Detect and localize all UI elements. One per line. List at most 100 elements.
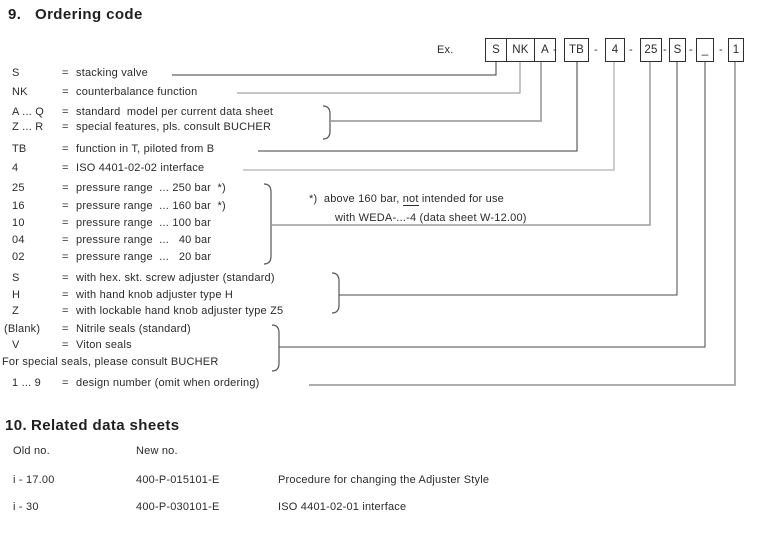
- row-eq: =: [62, 289, 69, 301]
- table-row: i - 17.00 400-P-015101-E Procedure for c…: [0, 474, 740, 488]
- code-row-tb: TB = function in T, piloted from B: [0, 143, 500, 157]
- code-row-counterbalance: NK = counterbalance function: [0, 86, 500, 100]
- code-box-blank: _: [696, 38, 714, 62]
- row-desc: function in T, piloted from B: [76, 143, 215, 155]
- code-separator: -: [629, 44, 633, 56]
- footnote-underlined: not: [402, 193, 419, 206]
- row-code: 25: [12, 182, 25, 194]
- code-row-special-seals: For special seals, please consult BUCHER: [0, 356, 500, 370]
- example-code-group: S NK A: [485, 38, 556, 62]
- code-row-pressure-40: 04 = pressure range ... 40 bar: [0, 234, 500, 248]
- row-desc: pressure range ... 20 bar: [76, 251, 212, 263]
- row-desc: with hand knob adjuster type H: [76, 289, 234, 301]
- row-eq: =: [62, 67, 69, 79]
- row-code: V: [12, 339, 20, 351]
- code-box-4: 4: [605, 38, 625, 62]
- row-eq: =: [62, 217, 69, 229]
- table-header-row: Old no. New no.: [0, 445, 740, 459]
- section9-heading: 9. Ordering code: [8, 6, 308, 24]
- row-eq: =: [62, 251, 69, 263]
- row-desc: ISO 4401-02-02 interface: [76, 162, 205, 174]
- footnote-line1: *) above 160 bar, not intended for use: [296, 181, 504, 217]
- row-desc: pressure range ... 160 bar *): [76, 200, 226, 212]
- row-desc: pressure range ... 250 bar *): [76, 182, 226, 194]
- row-eq: =: [62, 305, 69, 317]
- footnote-line2-text: with WEDA-...-4 (data sheet W-12.00): [335, 212, 527, 224]
- row-desc: Nitrile seals (standard): [76, 323, 191, 335]
- row-desc: counterbalance function: [76, 86, 198, 98]
- row-desc: stacking valve: [76, 67, 148, 79]
- row-desc: with hex. skt. screw adjuster (standard): [76, 272, 275, 284]
- code-row-pressure-20: 02 = pressure range ... 20 bar: [0, 251, 500, 265]
- row-desc: standard model per current data sheet: [76, 106, 274, 118]
- column-header-old-no: Old no.: [13, 445, 50, 457]
- row-desc: with lockable hand knob adjuster type Z5: [76, 305, 284, 317]
- footnote-pre: *) above 160 bar,: [309, 193, 403, 205]
- row-code: 4: [12, 162, 19, 174]
- row-code: Z ... R: [12, 121, 44, 133]
- row-eq: =: [62, 323, 69, 335]
- example-label: Ex.: [437, 44, 454, 56]
- code-row-special-features: Z ... R = special features, pls. consult…: [0, 121, 500, 135]
- code-separator: -: [553, 44, 557, 56]
- section9-title: Ordering code: [35, 6, 143, 23]
- section9-number: 9.: [8, 6, 22, 23]
- row-code: 16: [12, 200, 25, 212]
- row-eq: =: [62, 86, 69, 98]
- row-eq: =: [62, 234, 69, 246]
- row-code: 1 ... 9: [12, 377, 41, 389]
- column-header-new-no: New no.: [136, 445, 178, 457]
- section10-title: Related data sheets: [31, 417, 180, 434]
- code-box-s2: S: [669, 38, 686, 62]
- footnote-post: intended for use: [418, 193, 504, 205]
- code-row-nitrile-seals: (Blank) = Nitrile seals (standard): [0, 323, 500, 337]
- row-code: 02: [12, 251, 25, 263]
- code-row-iso: 4 = ISO 4401-02-02 interface: [0, 162, 500, 176]
- cell-description: Procedure for changing the Adjuster Styl…: [278, 474, 490, 486]
- row-eq: =: [62, 106, 69, 118]
- code-row-hand-knob: H = with hand knob adjuster type H: [0, 289, 500, 303]
- code-box-1: 1: [728, 38, 744, 62]
- code-separator: -: [719, 44, 723, 56]
- row-desc: pressure range ... 100 bar: [76, 217, 212, 229]
- cell-old-no: i - 17.00: [13, 474, 55, 486]
- code-row-standard-model: A ... Q = standard model per current dat…: [0, 106, 500, 120]
- code-box-s: S: [492, 44, 500, 56]
- code-row-pressure-250: 25 = pressure range ... 250 bar *): [0, 182, 500, 196]
- row-eq: =: [62, 121, 69, 133]
- row-eq: =: [62, 200, 69, 212]
- code-box-tb: TB: [564, 38, 589, 62]
- row-code: (Blank): [4, 323, 41, 335]
- code-row-screw-adjuster: S = with hex. skt. screw adjuster (stand…: [0, 272, 500, 286]
- row-code: S: [12, 272, 20, 284]
- row-code: NK: [12, 86, 28, 98]
- section10-number: 10.: [5, 417, 28, 434]
- row-desc: design number (omit when ordering): [76, 377, 260, 389]
- code-box-a: A: [534, 39, 555, 61]
- row-full-text: For special seals, please consult BUCHER: [2, 356, 219, 368]
- cell-new-no: 400-P-030101-E: [136, 501, 220, 513]
- row-eq: =: [62, 377, 69, 389]
- row-eq: =: [62, 272, 69, 284]
- cell-description: ISO 4401-02-01 interface: [278, 501, 407, 513]
- code-row-design-number: 1 ... 9 = design number (omit when order…: [0, 377, 500, 391]
- table-row: i - 30 400-P-030101-E ISO 4401-02-01 int…: [0, 501, 740, 515]
- row-eq: =: [62, 143, 69, 155]
- footnote-line2: with WEDA-...-4 (data sheet W-12.00): [322, 200, 527, 236]
- code-row-pressure-100: 10 = pressure range ... 100 bar: [0, 217, 500, 231]
- row-desc: Viton seals: [76, 339, 132, 351]
- code-row-viton-seals: V = Viton seals: [0, 339, 500, 353]
- code-separator: -: [594, 44, 598, 56]
- row-eq: =: [62, 339, 69, 351]
- row-code: Z: [12, 305, 19, 317]
- code-box-nk: NK: [506, 39, 534, 61]
- row-desc: pressure range ... 40 bar: [76, 234, 212, 246]
- row-code: 04: [12, 234, 25, 246]
- row-code: H: [12, 289, 21, 301]
- code-row-pressure-160: 16 = pressure range ... 160 bar *): [0, 200, 500, 214]
- row-code: S: [12, 67, 20, 79]
- section10-heading: 10. Related data sheets: [5, 417, 305, 435]
- row-eq: =: [62, 182, 69, 194]
- code-row-stacking: S = stacking valve: [0, 67, 500, 81]
